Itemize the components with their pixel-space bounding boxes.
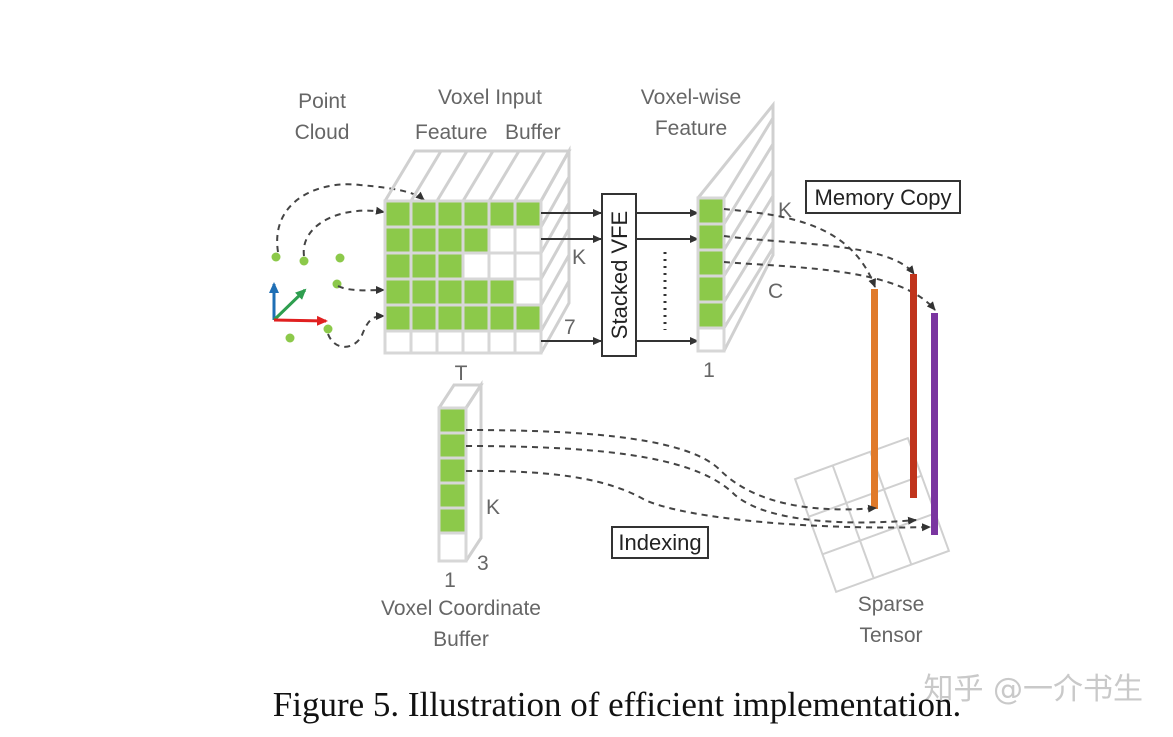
orange-feature-bar [871,289,878,509]
voxel-input-buffer-label-line3: Buffer [505,121,561,144]
dashed-arrow [276,183,425,253]
dashed-arrow [465,469,931,532]
voxel-coordinate-buffer-label-line1: Voxel Coordinate [381,597,541,620]
buffer-right-slices [539,176,571,332]
memory-copy-frame [805,180,961,214]
sparse-tensor-label-line2: Tensor [859,624,922,647]
voxel-wise-feature-label-line1: Voxel-wise [641,86,741,109]
voxel-wise-feature-block [696,100,775,353]
stacked-vfe-box: Stacked VFE [601,193,637,357]
dim-1-coord-label: 1 [444,569,456,592]
buffer-top-slices [409,150,547,202]
feature-slab-slices [722,117,775,329]
dim-t-label: T [455,362,468,385]
dim-7-label: 7 [564,316,576,339]
memory-copy-label: Memory Copy [815,185,952,210]
feature-slab-outline [696,100,775,352]
voxel-coordinate-buffer-label-line2: Buffer [433,628,489,651]
vfe-to-feature-arrows [636,209,699,345]
dashed-arrow [337,285,385,295]
point-cloud-label-line2: Cloud [295,121,350,144]
point-dot [271,252,281,262]
point-dot [335,253,345,263]
figure-caption: Figure 5. Illustration of efficient impl… [273,685,962,724]
axis-y-icon [272,288,307,322]
voxel-coordinate-buffer [437,379,484,563]
dashed-arrow [465,445,917,525]
purple-feature-bar [931,313,938,535]
sparse-tensor-label-line1: Sparse [858,593,925,616]
memory-copy-box: Memory Copy [805,180,961,214]
buffer-right-face [539,145,571,354]
voxel-input-feature-buffer [383,145,572,355]
point-to-buffer-arrows [276,183,425,348]
dim-k-coord-label: K [486,496,500,519]
point-dot [285,333,295,343]
voxel-input-buffer-label-line1: Voxel Input [438,86,542,109]
indexing-box: Indexing [611,526,709,559]
point-cloud-label-line1: Point [298,90,346,113]
coord-right-face [464,379,483,562]
buffer-to-vfe-arrows [541,209,602,345]
dim-k-buffer-label: K [572,246,586,269]
dashed-arrow [723,208,876,288]
point-dot [299,256,309,266]
point-cloud-dots [271,252,345,343]
dim-c-label: C [768,280,783,303]
point-dot [323,324,333,334]
dashed-arrow [723,261,936,311]
voxel-input-buffer-label-line2: Feature [415,121,487,144]
watermark: 知乎 @一介书生 [923,672,1143,707]
indexing-arrows [465,429,931,532]
voxel-wise-feature-label-line2: Feature [655,117,727,140]
memory-copy-arrows [723,208,936,311]
red-feature-bar [910,274,917,498]
dashed-arrow [465,429,877,513]
buffer-front-grid [383,199,543,355]
point-cloud-axes [269,282,328,326]
dashed-arrow [327,312,385,348]
dashed-arrow [723,235,915,275]
stacked-vfe-label: Stacked VFE [607,211,632,339]
indexing-label: Indexing [618,530,701,555]
dashed-arrow [302,206,385,257]
feature-bars [871,274,938,535]
stacked-vfe-frame [601,193,637,357]
dim-3-label: 3 [477,552,489,575]
axis-x-icon [273,315,328,326]
dim-1-feature-label: 1 [703,359,715,382]
indexing-frame [611,526,709,559]
